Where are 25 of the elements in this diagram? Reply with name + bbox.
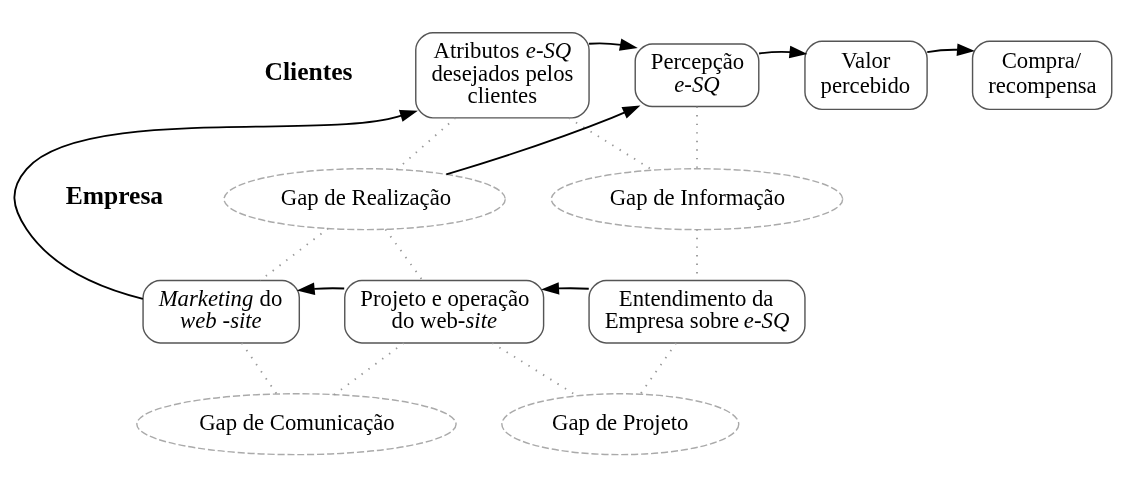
label: Empresa [65, 180, 164, 210]
node-box: Entendimento da Empresa sobre e-SQ [588, 279, 806, 344]
arrow [926, 43, 975, 56]
node-box: Valor percebido [804, 40, 928, 111]
node-ellipse: Gap de Informação [550, 168, 844, 231]
node-box: Projeto e operação do web-site [344, 279, 545, 344]
node-box: Marketing do web -site [142, 279, 300, 344]
arrow [588, 38, 638, 51]
arrow [445, 105, 641, 176]
node-ellipse: Gap de Projeto [501, 393, 740, 456]
node-ellipse: Gap de Realização [223, 168, 506, 231]
arrow [758, 45, 808, 59]
connector [240, 342, 278, 395]
connector [395, 117, 457, 171]
node-box: Percepção e-SQ [634, 43, 760, 108]
label: Clientes [264, 57, 353, 87]
arrow [13, 109, 418, 300]
node-box: Compra/ recompensa [971, 40, 1113, 111]
connector [333, 342, 405, 396]
connector [639, 342, 677, 396]
arrow [541, 282, 590, 295]
connector [384, 228, 424, 282]
arrow [296, 282, 346, 296]
node-box: Atributos e-SQ desejados pelos clientes [415, 31, 590, 119]
node-ellipse: Gap de Comunicação [136, 393, 457, 456]
